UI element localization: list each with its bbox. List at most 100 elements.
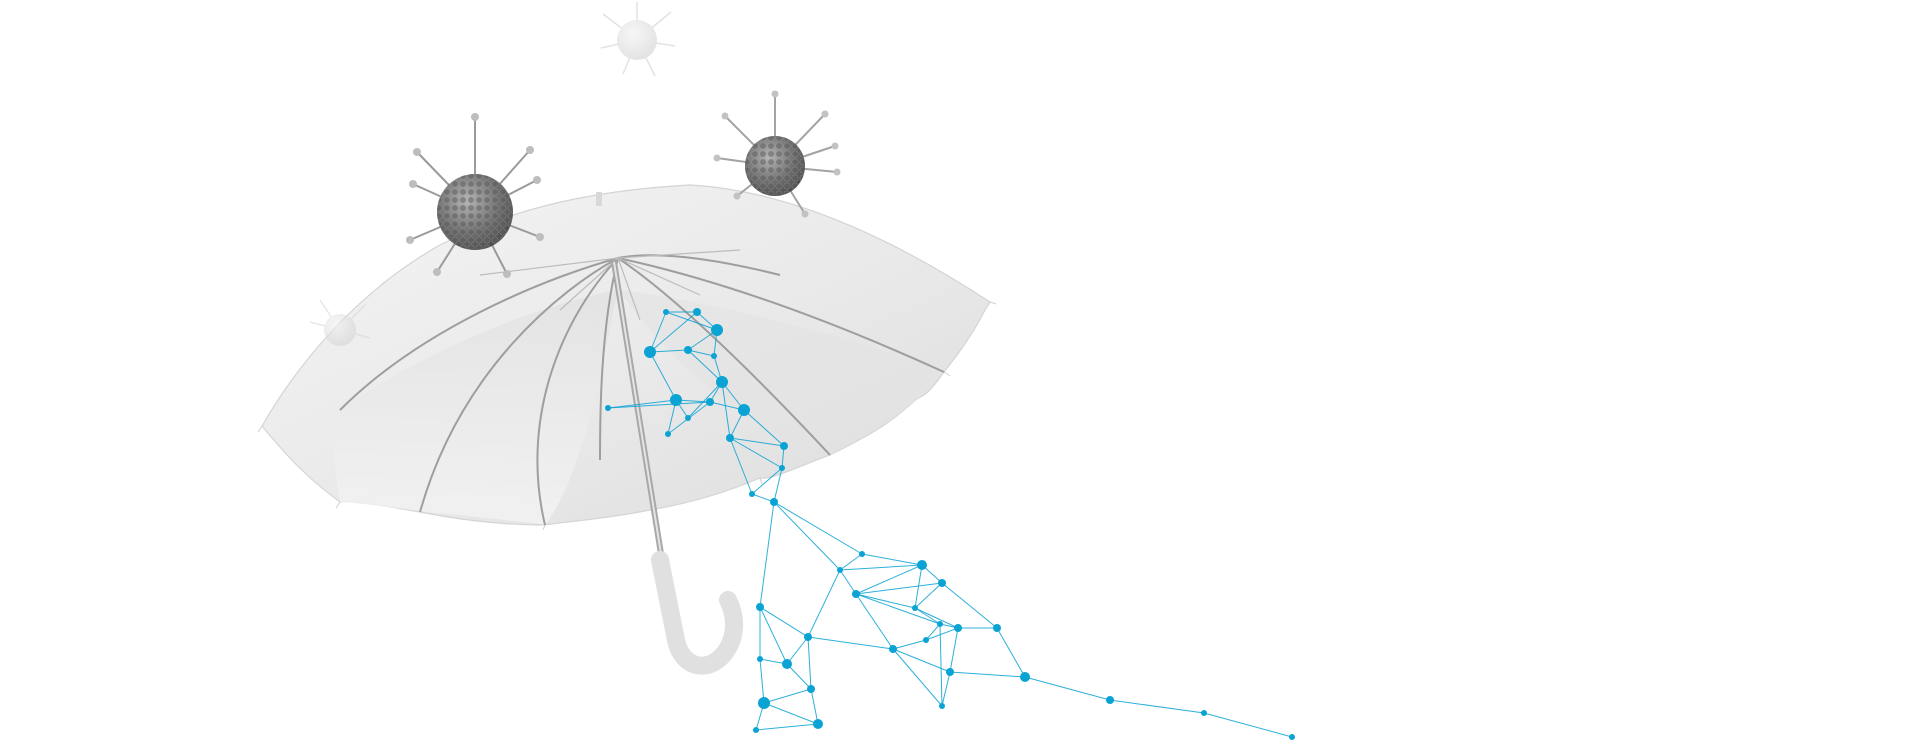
network-edge — [1109, 699, 1205, 714]
network-node — [1289, 734, 1295, 740]
network-edge — [855, 593, 916, 609]
network-edge — [807, 569, 841, 638]
network-edge — [665, 311, 718, 331]
network-edge — [839, 564, 923, 571]
network-edge — [607, 399, 677, 409]
network-edge — [786, 663, 812, 690]
network-node — [685, 415, 691, 421]
umbrella-tip — [596, 192, 602, 206]
network-edge — [687, 381, 723, 419]
network-node — [753, 727, 759, 733]
virus-large-right — [713, 90, 841, 218]
network-edge — [855, 593, 941, 625]
network-node — [716, 376, 728, 388]
network-node — [670, 394, 682, 406]
network-edge — [914, 607, 941, 625]
network-edge — [759, 606, 788, 665]
network-node — [605, 405, 611, 411]
network-edge — [755, 723, 819, 731]
network-edge — [773, 501, 841, 571]
network-node — [706, 398, 714, 406]
network-edge — [855, 582, 943, 595]
network-node — [912, 605, 918, 611]
network-edge — [949, 671, 1026, 678]
network-edge — [1203, 712, 1293, 738]
network-edge — [729, 437, 753, 495]
network-edge — [925, 627, 959, 641]
network-node — [644, 346, 656, 358]
network-node — [782, 659, 792, 669]
network-node — [663, 309, 669, 315]
network-edge — [939, 623, 943, 707]
network-edge — [649, 311, 667, 353]
network-edge — [949, 627, 959, 673]
network-edge — [729, 437, 785, 447]
network-node — [804, 633, 812, 641]
network-node — [749, 491, 755, 497]
network-graph — [605, 308, 1295, 740]
network-node — [711, 324, 723, 336]
network-edge — [607, 401, 711, 409]
network-node — [837, 567, 843, 573]
network-node — [711, 353, 717, 359]
network-node — [684, 346, 692, 354]
network-edge — [721, 381, 731, 439]
network-edge — [914, 607, 959, 629]
network-edge — [763, 688, 812, 704]
network-node — [1106, 696, 1114, 704]
network-node — [770, 498, 778, 506]
network-edge — [763, 702, 819, 725]
network-edge — [941, 582, 998, 629]
network-edge — [649, 311, 698, 353]
network-edge — [807, 636, 894, 650]
umbrella — [257, 184, 997, 675]
network-node — [852, 590, 860, 598]
network-edge — [810, 688, 819, 725]
network-edge — [687, 349, 715, 357]
network-edge — [807, 636, 812, 690]
network-node — [923, 637, 929, 643]
network-edge — [743, 409, 785, 447]
network-edge — [751, 467, 783, 495]
network-node — [917, 560, 927, 570]
network-edge — [892, 639, 927, 650]
network-edge — [1024, 676, 1111, 701]
virus-large-left — [406, 113, 544, 278]
umbrella-underside — [334, 290, 618, 525]
network-node — [859, 551, 865, 557]
network-edge — [892, 648, 943, 707]
network-edge — [759, 606, 809, 638]
network-edge — [925, 623, 941, 641]
network-edge — [649, 351, 677, 401]
network-edge — [786, 636, 809, 665]
network-node — [946, 668, 954, 676]
network-edge — [839, 569, 857, 595]
network-edge — [861, 553, 923, 566]
network-edge — [773, 501, 863, 555]
virus-faint-top — [600, 2, 676, 77]
network-node — [779, 465, 785, 471]
network-edge — [687, 349, 723, 383]
umbrella-ribs — [339, 254, 945, 526]
network-node — [937, 621, 943, 627]
network-edge — [759, 658, 765, 704]
network-node — [938, 579, 946, 587]
network-edge — [996, 627, 1026, 678]
network-edge — [914, 582, 943, 609]
network-node — [757, 656, 763, 662]
network-node — [939, 703, 945, 709]
network-node — [993, 624, 1001, 632]
network-edge — [759, 501, 775, 608]
umbrella-handle — [651, 551, 743, 675]
network-edge — [855, 593, 894, 650]
network-node — [1201, 710, 1207, 716]
network-edge — [839, 553, 863, 571]
network-node — [813, 719, 823, 729]
network-edge — [855, 564, 923, 595]
network-node — [758, 697, 770, 709]
network-edge — [941, 671, 951, 707]
network-node — [780, 442, 788, 450]
network-node — [693, 308, 701, 316]
network-edge — [649, 349, 689, 353]
